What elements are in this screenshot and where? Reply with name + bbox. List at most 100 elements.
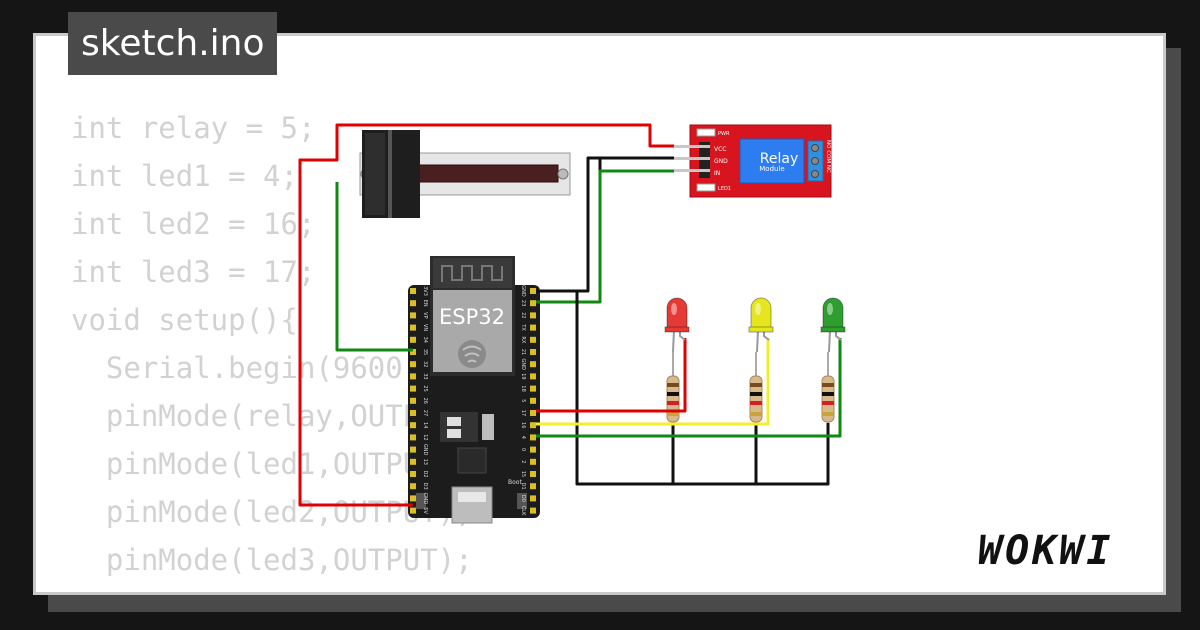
esp32-pin-left[interactable] bbox=[410, 300, 416, 307]
esp32-pin-label-right: TX bbox=[520, 323, 526, 331]
esp32-pin-left[interactable] bbox=[410, 422, 416, 429]
relay-module[interactable]: Relay Module NO COM NC PWR LED1 VCC GND … bbox=[674, 124, 832, 198]
esp32-pin-right[interactable] bbox=[530, 397, 536, 404]
resistor[interactable] bbox=[821, 375, 835, 423]
esp32-pin-right[interactable] bbox=[530, 288, 536, 294]
esp32-pin-label-left: 13 bbox=[422, 459, 428, 465]
esp32-pin-left[interactable] bbox=[410, 446, 416, 453]
esp32-pin-label-left: 32 bbox=[422, 361, 428, 367]
relay-title: Relay bbox=[760, 151, 798, 167]
esp32-pin-label-left: 27 bbox=[422, 410, 428, 416]
esp32-pin-label-right: 18 bbox=[520, 385, 526, 391]
esp32-pin-label-right: 5 bbox=[520, 399, 526, 402]
relay-pwr-label: PWR bbox=[718, 131, 730, 137]
code-line: } bbox=[71, 584, 490, 592]
code-line: pinMode(led3,OUTPUT); bbox=[71, 543, 473, 577]
esp32-pin-right[interactable] bbox=[530, 324, 536, 331]
esp32-pin-right[interactable] bbox=[530, 434, 536, 441]
esp32-pin-right[interactable] bbox=[530, 495, 536, 502]
esp32-pin-left[interactable] bbox=[410, 312, 416, 319]
esp32-pin-label-right: GND bbox=[520, 358, 526, 370]
relay-pin-in: IN bbox=[714, 170, 720, 177]
esp32-pin-right[interactable] bbox=[530, 300, 536, 307]
esp32-pin-right[interactable] bbox=[530, 483, 536, 490]
led-led3[interactable] bbox=[820, 297, 846, 353]
esp32-pin-left[interactable] bbox=[410, 349, 416, 355]
wokwi-logo: WOKWI bbox=[978, 528, 1114, 574]
esp32-pin-right[interactable] bbox=[530, 349, 536, 355]
led-led1[interactable] bbox=[664, 297, 690, 353]
esp32-board[interactable]: ESP32 Boot 3V3ENVPVN343532332526271412GN… bbox=[408, 256, 540, 524]
esp32-pin-right[interactable] bbox=[530, 422, 536, 429]
relay-led-label: LED1 bbox=[718, 186, 731, 192]
esp32-pin-label-right: 0 bbox=[520, 448, 526, 451]
esp32-pin-left[interactable] bbox=[410, 495, 416, 502]
wire-relay-vcc-red bbox=[298, 123, 674, 507]
esp32-pin-label-left: 14 bbox=[422, 422, 428, 428]
esp32-pin-right[interactable] bbox=[530, 471, 536, 477]
resistor[interactable] bbox=[666, 375, 680, 423]
esp32-label: ESP32 bbox=[439, 305, 505, 329]
resistor[interactable] bbox=[749, 375, 763, 423]
esp32-pin-label-right: 21 bbox=[520, 349, 526, 355]
esp32-pin-label-left: 12 bbox=[422, 434, 428, 440]
code-line: int led3 = 17; bbox=[71, 255, 316, 289]
esp32-pin-label-left: GND bbox=[422, 444, 428, 456]
code-line: int relay = 5; bbox=[71, 111, 316, 145]
esp32-pin-right[interactable] bbox=[530, 458, 536, 465]
esp32-pin-left[interactable] bbox=[410, 336, 416, 343]
esp32-pin-left[interactable] bbox=[410, 385, 416, 392]
esp32-pins: 3V3ENVPVN343532332526271412GND13D2D3CMD5… bbox=[410, 285, 536, 516]
led-led2[interactable] bbox=[748, 297, 774, 353]
esp32-pin-label-left: 3V3 bbox=[422, 286, 428, 296]
preview-card: int relay = 5; int led1 = 4; int led2 = 16… bbox=[33, 33, 1166, 595]
esp32-pin-left[interactable] bbox=[410, 434, 416, 441]
esp32-pin-label-left: EN bbox=[422, 300, 428, 307]
project-title[interactable]: sketch.ino bbox=[68, 12, 278, 75]
code-line: int led2 = 16; bbox=[71, 207, 316, 241]
esp32-pin-right[interactable] bbox=[530, 336, 536, 343]
esp32-pin-right[interactable] bbox=[530, 373, 536, 380]
esp32-pin-right[interactable] bbox=[530, 361, 536, 368]
wire-relay-in-black bbox=[598, 156, 674, 291]
esp32-pin-left[interactable] bbox=[410, 471, 416, 477]
esp32-pin-left[interactable] bbox=[410, 288, 416, 294]
esp32-pin-right[interactable] bbox=[530, 385, 536, 392]
esp32-pin-label-right: GND bbox=[520, 285, 526, 297]
wire-gnd-bus-black bbox=[575, 291, 830, 486]
esp32-pin-left[interactable] bbox=[410, 483, 416, 490]
esp32-pin-label-left: 25 bbox=[422, 385, 428, 391]
esp32-pin-left[interactable] bbox=[410, 410, 416, 416]
esp32-pin-label-left: 34 bbox=[422, 337, 428, 343]
wire-led1-red bbox=[536, 338, 687, 413]
code-line: void setup(){ bbox=[71, 303, 298, 337]
relay-pin-vcc: VCC bbox=[714, 146, 726, 153]
esp32-pin-label-left: 35 bbox=[422, 349, 428, 355]
esp32-pin-right[interactable] bbox=[530, 507, 536, 514]
esp32-pin-right[interactable] bbox=[530, 410, 536, 416]
slide-potentiometer[interactable] bbox=[359, 130, 571, 218]
code-line: int led1 = 4; bbox=[71, 159, 298, 193]
esp32-pin-right[interactable] bbox=[530, 312, 536, 319]
esp32-pin-label-right: CLK bbox=[520, 506, 526, 516]
code-background: int relay = 5; int led1 = 4; int led2 = 16… bbox=[71, 104, 490, 592]
esp32-pin-left[interactable] bbox=[410, 397, 416, 404]
esp32-pin-label-right: 2 bbox=[520, 460, 526, 463]
esp32-pin-left[interactable] bbox=[410, 373, 416, 380]
esp32-pin-label-right: 4 bbox=[520, 436, 526, 439]
esp32-pin-left[interactable] bbox=[410, 324, 416, 331]
esp32-pin-left[interactable] bbox=[410, 458, 416, 465]
wire-led3-green bbox=[536, 338, 842, 438]
esp32-pin-label-left: D2 bbox=[422, 470, 428, 477]
esp32-pin-left[interactable] bbox=[410, 361, 416, 368]
esp32-pin-label-left: 26 bbox=[422, 398, 428, 404]
esp32-pin-label-right: 19 bbox=[520, 373, 526, 379]
esp32-pin-left[interactable] bbox=[410, 507, 416, 514]
esp32-pin-right[interactable] bbox=[530, 446, 536, 453]
esp32-pin-label-right: 17 bbox=[520, 410, 526, 416]
code-line: Serial.begin(9600); bbox=[71, 351, 438, 385]
esp32-pin-label-right: 22 bbox=[520, 312, 526, 318]
esp32-pin-label-left: VP bbox=[422, 312, 428, 318]
resistors bbox=[666, 352, 835, 425]
